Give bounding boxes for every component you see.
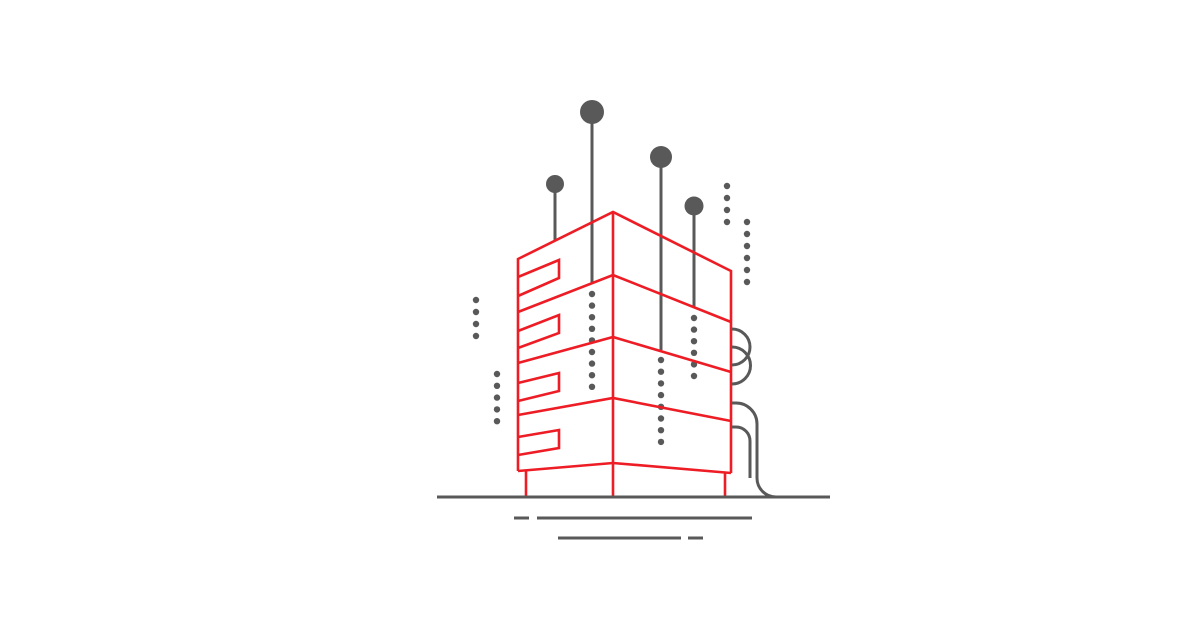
dot [588,314,596,321]
dot [723,194,731,202]
antenna-node-icon [546,175,564,193]
dot [723,218,731,226]
dot [588,372,596,379]
dot [588,325,596,332]
dot [743,266,751,274]
dot [657,427,665,434]
dotted-lines [472,182,751,446]
antenna-node-icon [580,100,604,124]
antenna-poles [546,100,704,350]
dot [690,372,698,380]
dot [690,314,698,322]
dot [493,406,501,413]
building [516,210,733,497]
window [517,258,561,298]
dot [743,242,751,250]
dot [588,383,596,390]
dot [743,218,751,226]
ground [437,495,830,540]
dot [657,368,665,375]
dot [690,349,698,356]
window [517,428,561,457]
antenna-node-icon [684,196,704,216]
dot [723,206,731,214]
dot [588,348,596,356]
cables [731,327,777,499]
dot [493,382,501,389]
dot [588,302,596,309]
dot [472,332,480,340]
dot [588,360,596,367]
dot [657,356,665,364]
dot [472,296,480,304]
dot [657,415,665,422]
dot [690,338,698,345]
dot [472,320,480,328]
dot [743,230,751,238]
dot [743,278,751,286]
dot [657,380,665,387]
window [517,313,561,350]
dot [588,290,596,298]
window [517,371,561,403]
dot [493,418,501,425]
dot [743,254,751,262]
dot [493,370,501,378]
dot [690,326,698,333]
dot [657,391,665,399]
dot [493,394,501,401]
dot [657,438,665,446]
dot [472,308,480,316]
dot [723,182,731,190]
antenna-node-icon [650,146,672,168]
